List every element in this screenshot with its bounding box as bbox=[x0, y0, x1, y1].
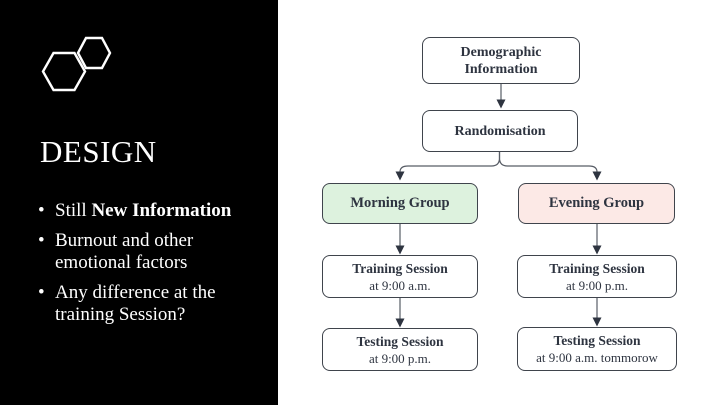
bullet-item: • Any difference at the training Session… bbox=[38, 282, 252, 326]
node-morning-group: Morning Group bbox=[322, 183, 478, 224]
bullet-marker: • bbox=[38, 282, 45, 303]
bullet-marker: • bbox=[38, 200, 45, 221]
bullet-text-plain: Still bbox=[55, 200, 92, 221]
bullet-text-bold: New Information bbox=[91, 200, 232, 221]
node-subtitle: at 9:00 a.m. bbox=[369, 277, 431, 293]
bullet-text: Burnout and other emotional factors bbox=[55, 230, 194, 273]
page-title: DESIGN bbox=[40, 134, 157, 169]
arrowhead-randomisation bbox=[496, 99, 506, 109]
node-subtitle: at 9:00 p.m. bbox=[368, 350, 432, 366]
bullet-text: Still New Information bbox=[55, 200, 231, 222]
node-label: Evening Group bbox=[548, 195, 645, 211]
arrowhead-morning-training bbox=[395, 245, 405, 255]
bullet-list: • Still New Information • Burnout and ot… bbox=[38, 200, 252, 334]
bullet-item: • Burnout and other emotional factors bbox=[38, 230, 252, 274]
node-label: Randomisation bbox=[454, 123, 546, 139]
bullet-marker: • bbox=[38, 230, 45, 251]
node-demographic-information: Demographic Information bbox=[422, 37, 580, 84]
arrowhead-evening-testing bbox=[592, 317, 602, 327]
node-evening-group: Evening Group bbox=[518, 183, 675, 224]
node-subtitle: at 9:00 p.m. bbox=[565, 277, 629, 293]
node-title: Testing Session bbox=[356, 333, 444, 349]
node-evening-testing-session: Testing Session at 9:00 a.m. tommorow bbox=[517, 327, 677, 371]
node-label: Morning Group bbox=[350, 195, 450, 211]
node-morning-training-session: Training Session at 9:00 a.m. bbox=[322, 255, 478, 298]
connector-randomisation-to-morning bbox=[399, 152, 501, 173]
node-randomisation: Randomisation bbox=[422, 110, 578, 152]
hexagon-large bbox=[41, 51, 87, 92]
node-title: Training Session bbox=[549, 260, 645, 276]
bullet-text: Any difference at the training Session? bbox=[55, 282, 216, 325]
connector-randomisation-to-evening bbox=[498, 152, 598, 173]
node-evening-training-session: Training Session at 9:00 p.m. bbox=[517, 255, 677, 298]
arrowhead-morning-group bbox=[395, 171, 405, 181]
bullet-item: • Still New Information bbox=[38, 200, 252, 222]
node-label: Demographic Information bbox=[460, 44, 542, 77]
left-panel: DESIGN • Still New Information • Burnout… bbox=[0, 0, 278, 405]
node-subtitle: at 9:00 a.m. tommorow bbox=[536, 350, 658, 365]
arrowhead-evening-training bbox=[592, 245, 602, 255]
node-title: Training Session bbox=[352, 260, 448, 276]
hexagon-small bbox=[76, 36, 112, 70]
arrowhead-evening-group bbox=[592, 171, 602, 181]
node-morning-testing-session: Testing Session at 9:00 p.m. bbox=[322, 328, 478, 371]
hexagons-logo bbox=[41, 36, 112, 92]
node-title: Testing Session bbox=[553, 333, 641, 348]
arrowhead-morning-testing bbox=[395, 318, 405, 328]
